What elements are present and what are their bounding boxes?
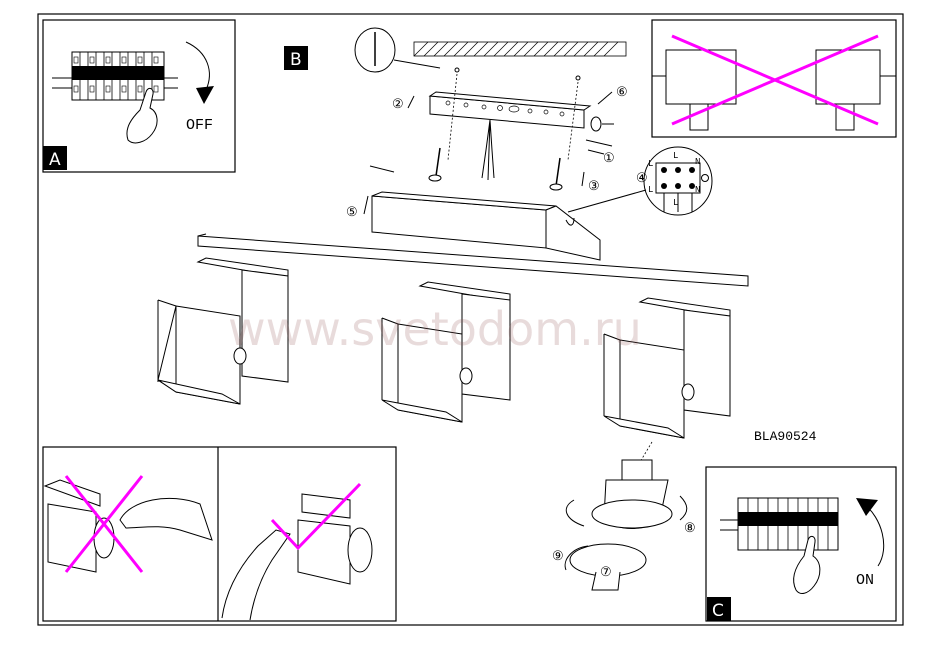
canopy-box <box>371 191 601 261</box>
watermark: www.svetodom.ru <box>228 302 642 356</box>
sheet-border <box>37 13 904 626</box>
rotate-arrow-right <box>679 495 688 521</box>
breaker-strip-icon <box>720 497 839 551</box>
step-1: ① <box>603 151 615 166</box>
model-code: BLA90524 <box>754 429 817 444</box>
spotlight-1 <box>157 257 289 405</box>
spotlight-3 <box>603 297 731 439</box>
step-6: ⑥ <box>616 85 628 100</box>
spotlight-2 <box>381 281 511 423</box>
bulb-handling-insets <box>42 446 397 622</box>
terminal-bottom-label-1: L <box>648 185 653 195</box>
bare-hand-icon <box>119 497 213 541</box>
off-label: OFF <box>186 117 213 134</box>
terminal-top-label-3: N <box>695 157 700 167</box>
panel-c-frame <box>705 466 897 622</box>
step-5: ⑤ <box>346 205 358 220</box>
bottom-inset-frame <box>42 446 397 622</box>
step-2: ② <box>392 97 404 112</box>
panel-b-label: B <box>290 50 302 70</box>
terminal-bottom-label-2: L <box>673 198 678 208</box>
rotate-arrow-icon <box>185 41 210 91</box>
step-4: ④ <box>636 171 648 186</box>
panel-a: OFF A <box>42 19 236 173</box>
panel-a-frame <box>42 19 236 173</box>
main-bar <box>197 233 749 287</box>
on-label: ON <box>856 572 874 589</box>
step-markers: ① ② ③ ④ ⑤ ⑥ ⑦ ⑧ ⑨ <box>346 85 696 580</box>
gu10-bulb <box>565 441 688 529</box>
terminal-top-label-1: L <box>648 159 653 169</box>
rotate-arrow-left <box>565 499 585 527</box>
terminal-block-detail: L L N L L N <box>567 146 713 216</box>
panel-a-label: A <box>49 150 61 170</box>
panel-c-badge <box>707 597 731 621</box>
panel-c: ON C <box>705 466 897 622</box>
step-9: ⑨ <box>552 549 564 564</box>
wrong-mounting-inset <box>651 19 897 138</box>
hand-icon <box>126 87 158 144</box>
panel-a-badge <box>43 146 67 170</box>
screw-icon <box>428 147 563 191</box>
step-3: ③ <box>588 179 600 194</box>
gloved-hand-icon <box>221 529 291 621</box>
breaker-strip-icon <box>52 51 178 101</box>
terminal-top-label-2: L <box>673 151 678 161</box>
step-8: ⑧ <box>684 521 696 536</box>
step-7: ⑦ <box>600 565 612 580</box>
supply-wires <box>481 119 495 181</box>
panel-b-badge <box>284 46 308 70</box>
terminal-bottom-label-3: N <box>695 185 700 195</box>
correct-check-mark <box>270 482 362 551</box>
retaining-ring <box>564 543 647 591</box>
ceiling-mount <box>354 27 627 191</box>
ground-icon <box>701 174 709 182</box>
wrong-mounting-frame <box>651 19 897 138</box>
panel-c-label: C <box>712 601 724 621</box>
hand-icon <box>793 535 821 594</box>
